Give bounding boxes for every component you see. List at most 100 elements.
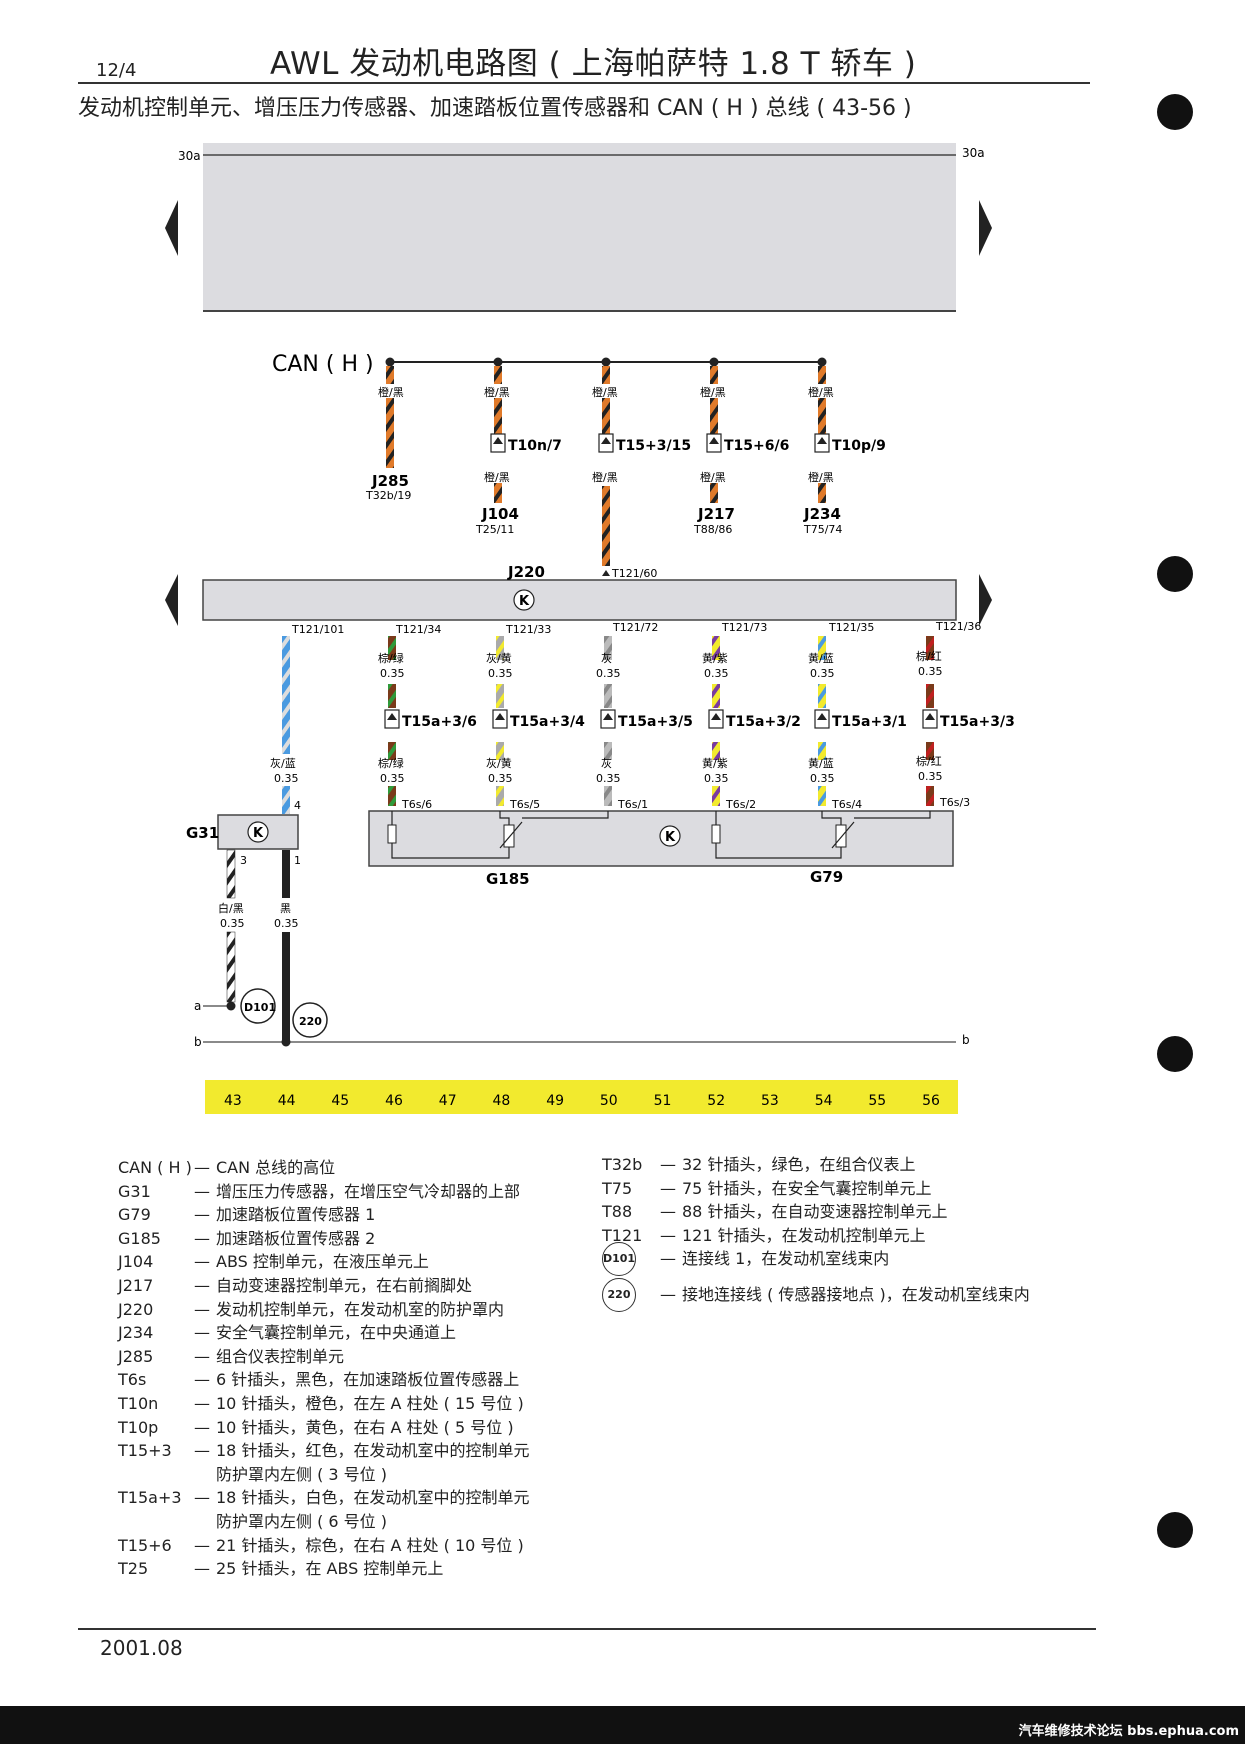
wire-color: 黄/紫	[702, 651, 728, 665]
rail-b-label: b	[194, 1035, 202, 1049]
legend-code: G79	[118, 1205, 151, 1225]
wire-size: 0.35	[918, 665, 943, 678]
ruler-number: 43	[224, 1093, 242, 1109]
legend-code: T10n	[118, 1394, 159, 1413]
panel-arrow-right	[979, 574, 992, 626]
wire-size2: 0.35	[704, 772, 729, 785]
d101-label: D101	[244, 1001, 276, 1014]
legend-code: T15a+3	[118, 1488, 182, 1508]
legend-row: T88—88 针插头，在自动变速器控制单元上	[602, 1200, 1062, 1224]
legend-code: J234	[118, 1323, 154, 1343]
legend-description: 10 针插头，黄色，在右 A 柱处 ( 5 号位 )	[216, 1417, 514, 1437]
legend-code: T6s	[118, 1370, 147, 1390]
wire-size2: 0.35	[488, 772, 513, 785]
wire-size2: 0.35	[810, 772, 835, 785]
legend-description: 25 针插头，在 ABS 控制单元上	[216, 1559, 444, 1579]
legend-description: 75 针插头，在安全气囊控制单元上	[682, 1178, 932, 1198]
wire-color2: 灰	[601, 756, 612, 770]
svg-text:K: K	[665, 830, 676, 845]
ruler-number: 49	[546, 1093, 564, 1109]
t6s-pin: T6s/4	[831, 798, 862, 811]
publication-date: 2001.08	[100, 1636, 183, 1660]
can-wire-color: 橙/黑	[700, 385, 726, 399]
legend-description: 自动变速器控制单元，在右前搁脚处	[216, 1276, 473, 1295]
legend-dash: —	[194, 1370, 210, 1390]
pedal-wire: 棕/绿 0.35 T15a+3/6 棕/绿 0.35 T6s/6	[378, 636, 477, 811]
legend-row: J234—安全气囊控制单元，在中央通道上	[118, 1321, 588, 1345]
legend-row: D101—连接线 1，在发动机室线束内	[602, 1242, 1062, 1277]
legend-row: J220—发动机控制单元，在发动机室的防护罩内	[118, 1298, 588, 1322]
ruler-number: 52	[707, 1093, 725, 1109]
legend-description: 加速踏板位置传感器 1	[216, 1205, 376, 1225]
binder-hole	[1157, 94, 1193, 130]
legend-description: 88 针插头，在自动变速器控制单元上	[682, 1202, 948, 1222]
g79-label: G79	[810, 868, 843, 886]
unit-pin: T25/11	[475, 523, 514, 536]
ecu-pin: T121/33	[505, 623, 551, 636]
legend-description: 连接线 1，在发动机室线束内	[682, 1249, 890, 1269]
legend-dash: —	[194, 1559, 210, 1579]
binder-hole	[1157, 556, 1193, 592]
panel-arrow-left	[165, 200, 178, 256]
wire-size: 0.35	[220, 917, 245, 930]
ground-220-badge	[292, 1002, 328, 1038]
legend-code: T32b	[602, 1155, 643, 1174]
ecu-pin: T121/73	[721, 621, 767, 634]
legend-row: T10p—10 针插头，黄色，在右 A 柱处 ( 5 号位 )	[118, 1416, 588, 1440]
page-title: AWL 发动机电路图 ( 上海帕萨特 1.8 T 轿车 )	[270, 46, 917, 82]
wire-color: 棕/绿	[378, 651, 404, 665]
t6s-pin: T6s/5	[509, 798, 540, 811]
legend-code: G185	[118, 1228, 161, 1248]
resistor	[711, 824, 721, 844]
connector-label: T15a+3/6	[402, 714, 477, 730]
ruler-number: 55	[868, 1093, 886, 1109]
ecu-pin: T121/35	[828, 621, 874, 634]
legend-dash: —	[194, 1276, 210, 1295]
g31-label: G31	[186, 824, 219, 842]
legend-row: T32b—32 针插头，绿色，在组合仪表上	[602, 1153, 1062, 1177]
legend-description: 10 针插头，橙色，在左 A 柱处 ( 15 号位 )	[216, 1394, 524, 1413]
legend-row: G79 — 加速踏板位置传感器 1	[118, 1203, 588, 1227]
legend-dash: —	[194, 1535, 210, 1555]
can-branch: 橙/黑 T10n/7 橙/黑 J104 T25/11	[475, 357, 562, 536]
legend-dash: —	[660, 1225, 676, 1245]
watermark-text: 汽车维修技术论坛 bbs.ephua.com	[1018, 1724, 1239, 1739]
legend-dash: —	[194, 1394, 210, 1413]
unit-pin: T75/74	[803, 523, 842, 536]
pedal-wire: 灰/黄 0.35 T15a+3/4 灰/黄 0.35 T6s/5	[486, 636, 585, 811]
ruler-number: 56	[922, 1093, 940, 1109]
legend-dash: —	[660, 1178, 676, 1198]
legend-code: T10p	[118, 1417, 159, 1437]
legend-code: CAN ( H )	[118, 1158, 192, 1177]
ecu-top-pin: T121/60	[611, 567, 657, 580]
pin-label: 4	[294, 799, 301, 812]
column-ruler	[205, 1080, 958, 1114]
pin-label: 3	[240, 854, 247, 867]
legend-description: 21 针插头，棕色，在右 A 柱处 ( 10 号位 )	[216, 1535, 524, 1555]
legend-code: J220	[118, 1299, 154, 1319]
legend-code: G31	[118, 1181, 151, 1201]
wire-black	[282, 932, 290, 1044]
can-branch: 橙/黑 T15+6/6 橙/黑 J217 T88/86	[693, 357, 789, 536]
connector-label: T15a+3/5	[618, 714, 693, 730]
ecu-pin: T121/36	[935, 620, 981, 633]
can-wire-color2: 橙/黑	[484, 470, 510, 484]
ruler-number: 46	[385, 1093, 403, 1109]
legend-row: T25—25 针插头，在 ABS 控制单元上	[118, 1557, 588, 1581]
connector-label: T15a+3/4	[510, 714, 585, 730]
legend-dash: —	[194, 1205, 210, 1225]
g185-label: G185	[486, 870, 530, 888]
connector-label: T10n/7	[508, 438, 562, 454]
resistor	[387, 824, 397, 844]
can-branch: 橙/黑 T15+3/15 橙/黑	[592, 357, 691, 566]
legend-description: 发动机控制单元，在发动机室的防护罩内	[216, 1299, 505, 1319]
legend-dash: —	[194, 1228, 210, 1248]
legend-code: J285	[118, 1346, 154, 1366]
rail-a-label: a	[194, 999, 201, 1013]
wire-size2: 0.35	[380, 772, 405, 785]
wiring-diagram: 30a 30a CAN ( H ) 橙/黑 J285 T32b/19 橙/黑 T…	[165, 143, 1015, 1114]
t6s-pin: T6s/3	[939, 796, 970, 809]
can-wire-color2: 橙/黑	[700, 470, 726, 484]
legend-row: G31—增压压力传感器，在增压空气冷却器的上部	[118, 1180, 588, 1204]
ecu-pin: T121/101	[291, 623, 344, 636]
